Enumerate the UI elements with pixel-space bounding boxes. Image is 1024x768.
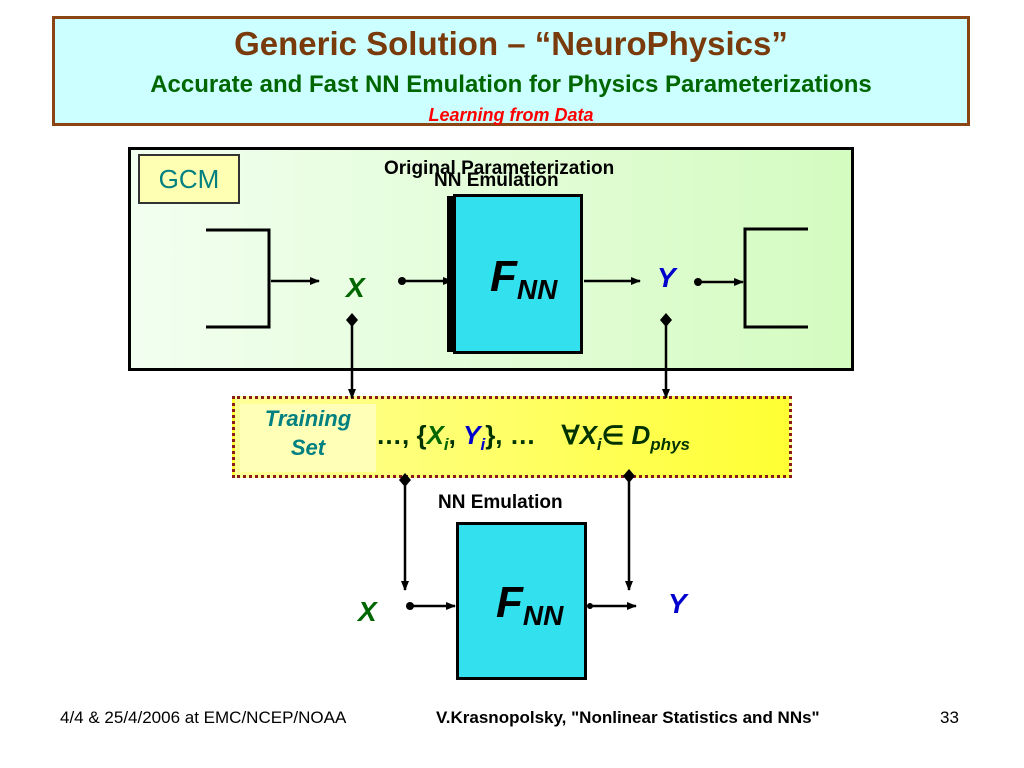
fnn-label-bottom: FNN	[496, 578, 564, 631]
dot-y-top	[694, 278, 702, 286]
slide-subtitle: Accurate and Fast NN Emulation for Physi…	[150, 71, 872, 98]
nn-box-top-shadow	[447, 196, 453, 352]
x-label-top: X	[346, 272, 365, 303]
dot-y-bottom	[587, 603, 593, 609]
fnn-label-top: FNN	[490, 252, 558, 305]
diamond-training-left	[399, 473, 411, 487]
title-box: Generic Solution – “NeuroPhysics” Accura…	[52, 16, 970, 126]
slide-title: Generic Solution – “NeuroPhysics”	[234, 25, 788, 62]
original-parameterization-label: Original Parameterization	[384, 158, 615, 179]
footer-date: 4/4 & 25/4/2006 at EMC/NCEP/NOAA	[60, 708, 347, 727]
dot-x-bottom	[406, 602, 414, 610]
dot-x-top	[398, 277, 406, 285]
x-label-bottom: X	[358, 596, 377, 627]
nn-box-top	[453, 194, 583, 354]
nn-emulation-label-top: NN Emulation	[434, 170, 559, 191]
y-label-top: Y	[657, 262, 676, 293]
y-label-bottom: Y	[668, 588, 687, 619]
footer-author: V.Krasnopolsky, "Nonlinear Statistics an…	[436, 708, 820, 727]
training-set-label: Training Set	[240, 404, 376, 472]
nn-box-bottom	[456, 522, 587, 680]
diamond-x-top	[346, 313, 358, 327]
nn-emulation-label-bottom: NN Emulation	[438, 492, 563, 513]
training-set-formula: …, {Xi, Yi}, …∀Xi∈ Dphys	[376, 420, 690, 455]
slide-tagline: Learning from Data	[428, 105, 594, 125]
page-number: 33	[940, 708, 959, 727]
left-bracket	[206, 228, 271, 329]
diamond-y-top	[660, 313, 672, 327]
gcm-label: GCM	[138, 154, 240, 204]
right-bracket	[743, 227, 808, 329]
diamond-training-right	[623, 469, 635, 483]
